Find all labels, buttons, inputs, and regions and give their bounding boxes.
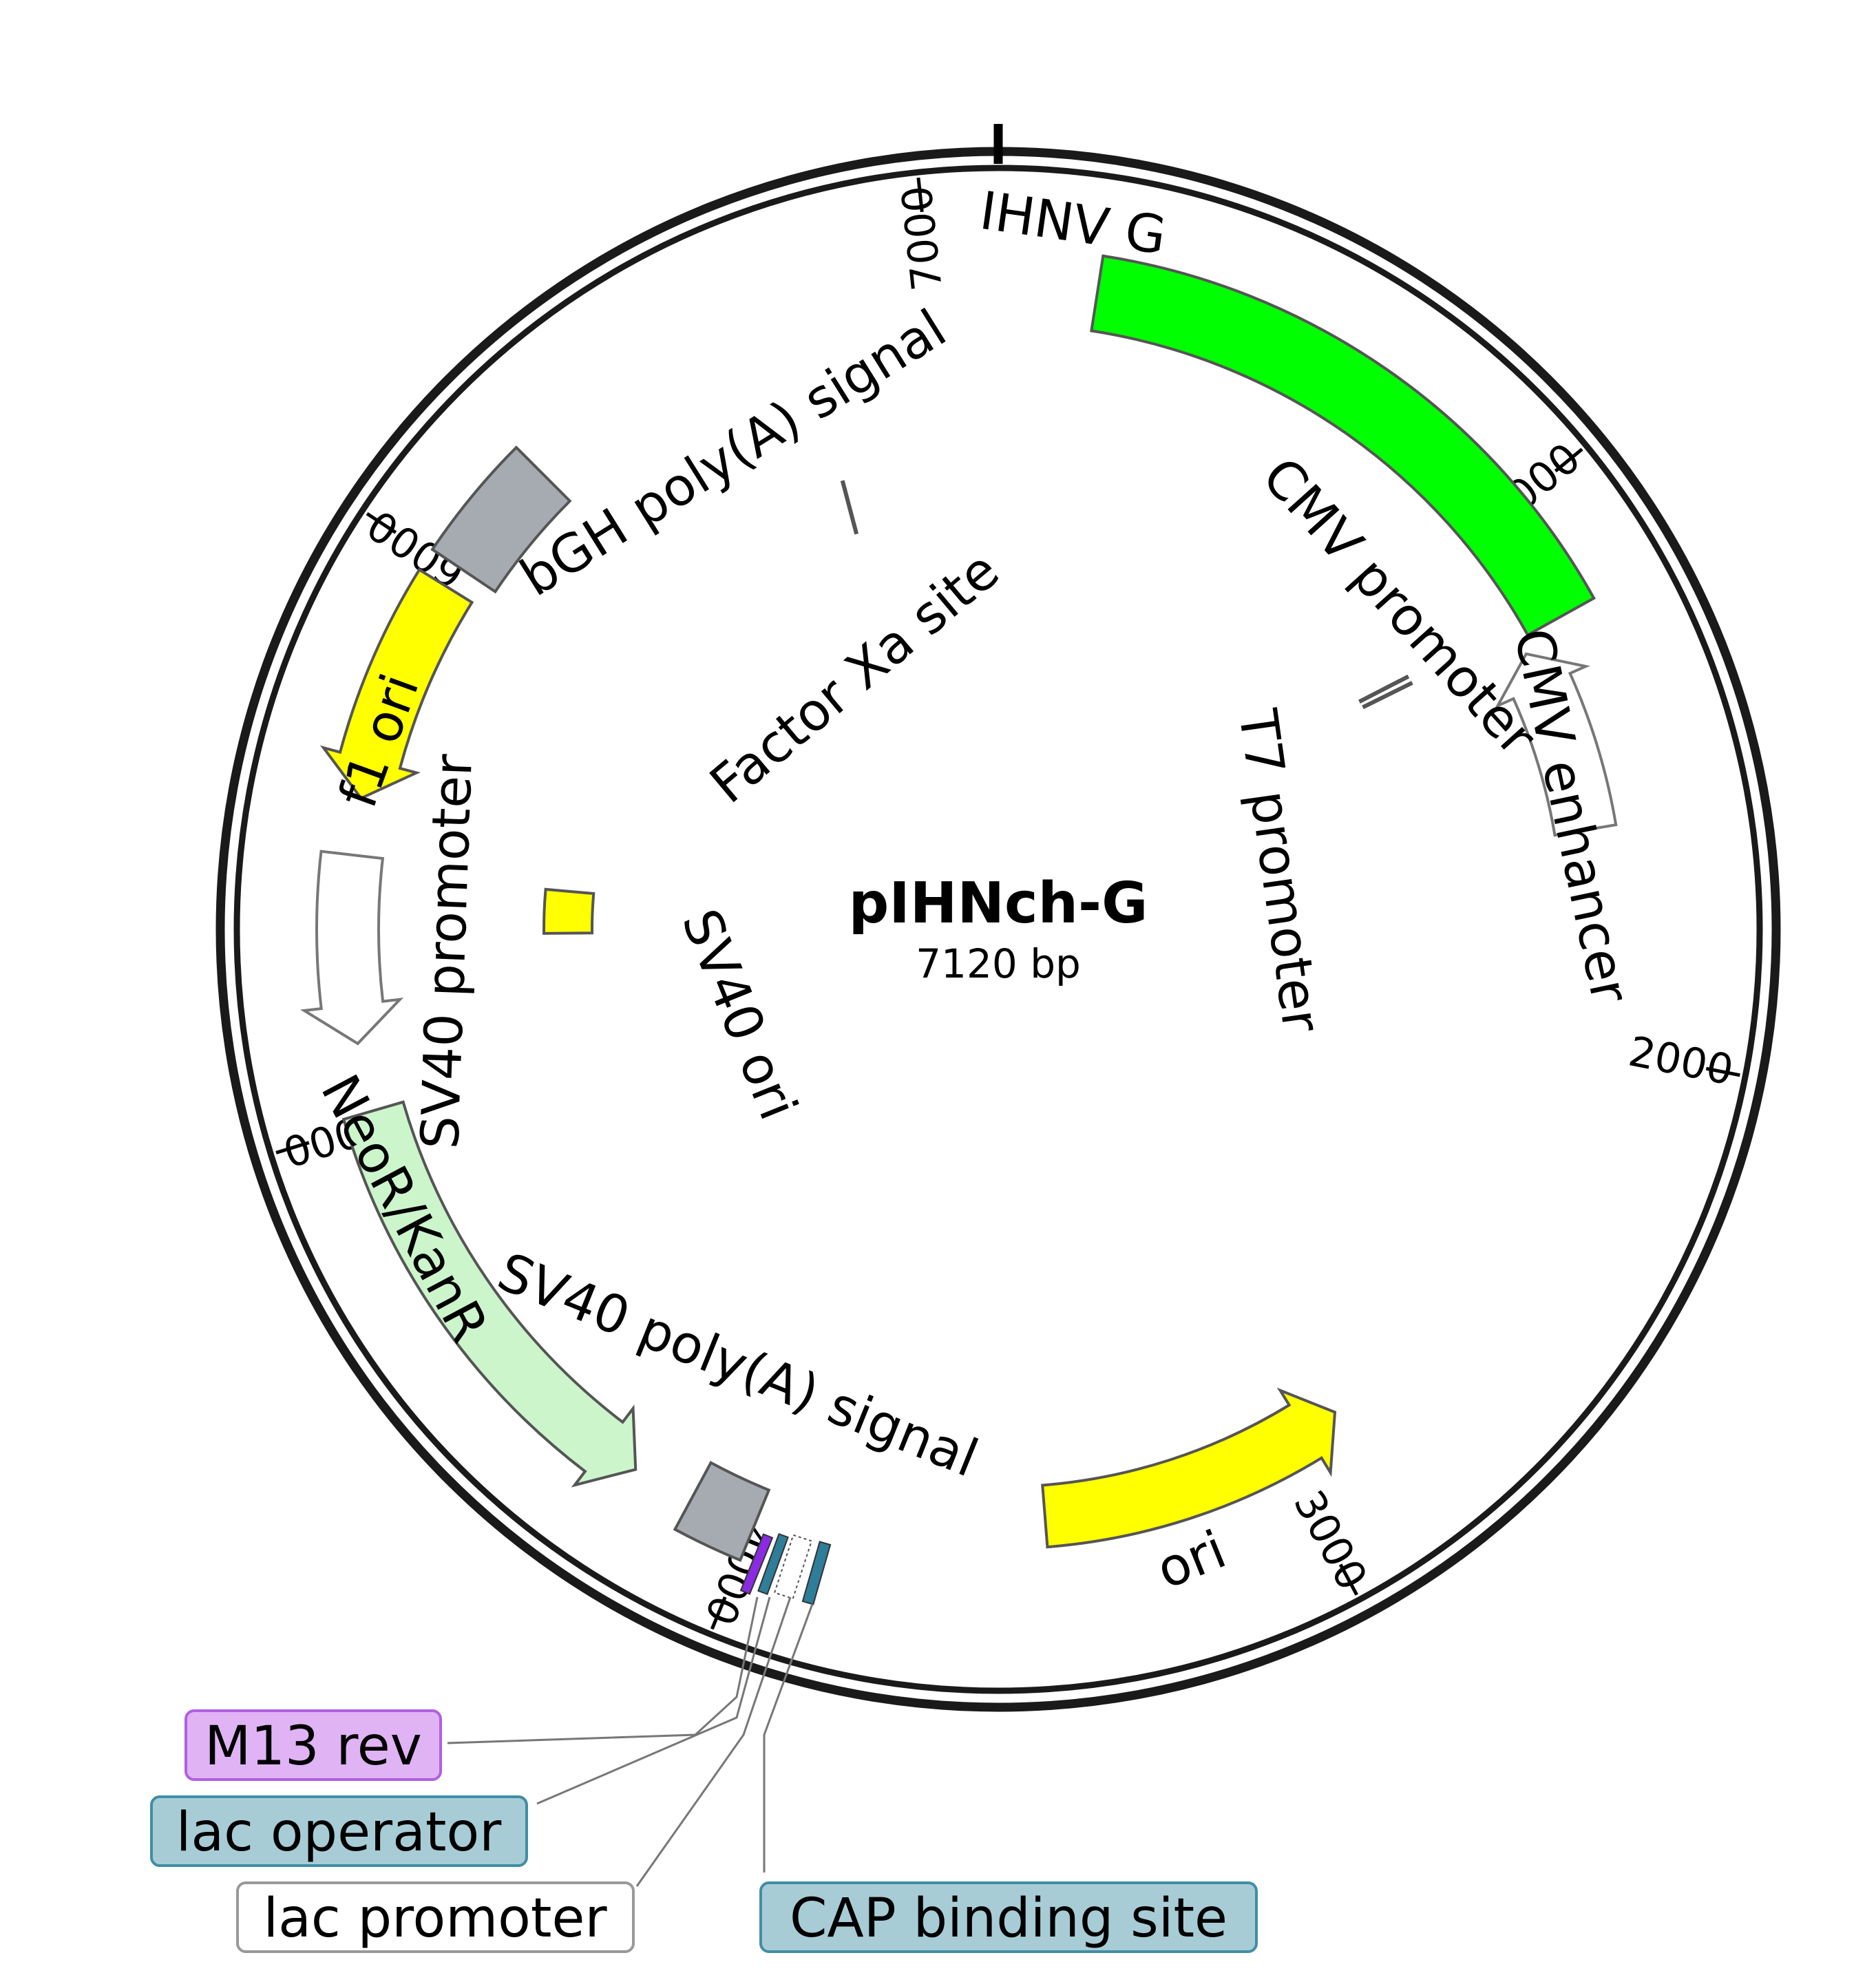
feature-sv40-promoter: [299, 850, 404, 1046]
label-bgh-polya: bGH poly(A) signal: [509, 297, 956, 608]
feature-bgh-poly-a-signal: [430, 445, 572, 594]
callout-box-lac-operator: [150, 1795, 528, 1867]
feature-sv40-ori: [542, 887, 596, 935]
lac-promoter-mark: [773, 1534, 813, 1600]
tick-mark: [275, 1141, 310, 1154]
feature-cmv-promoter: [1358, 674, 1410, 704]
label-factor-xa: Factor Xa site: [698, 539, 1010, 814]
feature-neor-kanr: [341, 1100, 637, 1488]
m13-rev-mark: [739, 1533, 774, 1595]
cap-binding-mark: [801, 1541, 832, 1605]
label-sv40-ori: SV40 ori: [670, 900, 809, 1128]
feature-t7-promoter: [1362, 681, 1413, 710]
callout-box-m13-rev: [185, 1709, 442, 1781]
plasmid-length: 7120 bp: [916, 940, 1081, 987]
feature-factor-xa-site: [840, 480, 859, 535]
label-sv40-promoter: SV40 promoter: [409, 752, 484, 1150]
label-t7-promoter: T7 promoter: [1227, 705, 1333, 1036]
lac-operator-mark: [757, 1532, 789, 1596]
label-ihnv-g: IHNV G: [976, 180, 1170, 266]
label-cmv-enhancer: CMV enhancer: [1502, 623, 1641, 1009]
callouts: M13 rev lac operator lac promoter CAP bi…: [150, 1709, 1258, 1953]
tick-mark: [1554, 447, 1583, 473]
feature-sv40-poly-a-signal: [673, 1461, 771, 1562]
leader-lac-promoter: [635, 1596, 792, 1887]
leader-cap-binding: [763, 1603, 814, 1872]
callout-cap-binding: CAP binding site: [790, 1888, 1227, 1950]
callout-lac-promoter: lac promoter: [263, 1888, 607, 1950]
callout-box-cap-binding: [759, 1881, 1258, 1953]
tick-label: 7000: [893, 183, 952, 293]
small-feature-cluster: [739, 1532, 832, 1605]
tick-label: 3000: [1284, 1483, 1376, 1599]
callout-leaders: [447, 1596, 814, 1887]
features: [299, 254, 1618, 1562]
callout-m13-rev: M13 rev: [204, 1716, 422, 1777]
feature-f1-ori: [319, 567, 474, 801]
callout-lac-operator: lac operator: [176, 1802, 503, 1864]
plasmid-name: pIHNch-G: [849, 871, 1148, 936]
tick-mark: [1705, 1066, 1740, 1077]
feature-ori: [1041, 1387, 1337, 1549]
callout-box-lac-promoter: [236, 1881, 635, 1953]
backbone-inner-ring: [233, 165, 1763, 1694]
tick-mark: [366, 511, 397, 534]
tick-mark: [916, 177, 924, 213]
tick-mark: [710, 1596, 727, 1630]
tick-mark: [1338, 1563, 1358, 1596]
tick-label: 2000: [1625, 1027, 1737, 1095]
feature-cmv-enhancer: [1494, 652, 1618, 837]
feature-ihnv-g: [1090, 254, 1596, 637]
leader-lac-operator: [536, 1596, 771, 1805]
label-ori: ori: [1148, 1519, 1234, 1601]
leader-m13-rev: [447, 1596, 759, 1744]
